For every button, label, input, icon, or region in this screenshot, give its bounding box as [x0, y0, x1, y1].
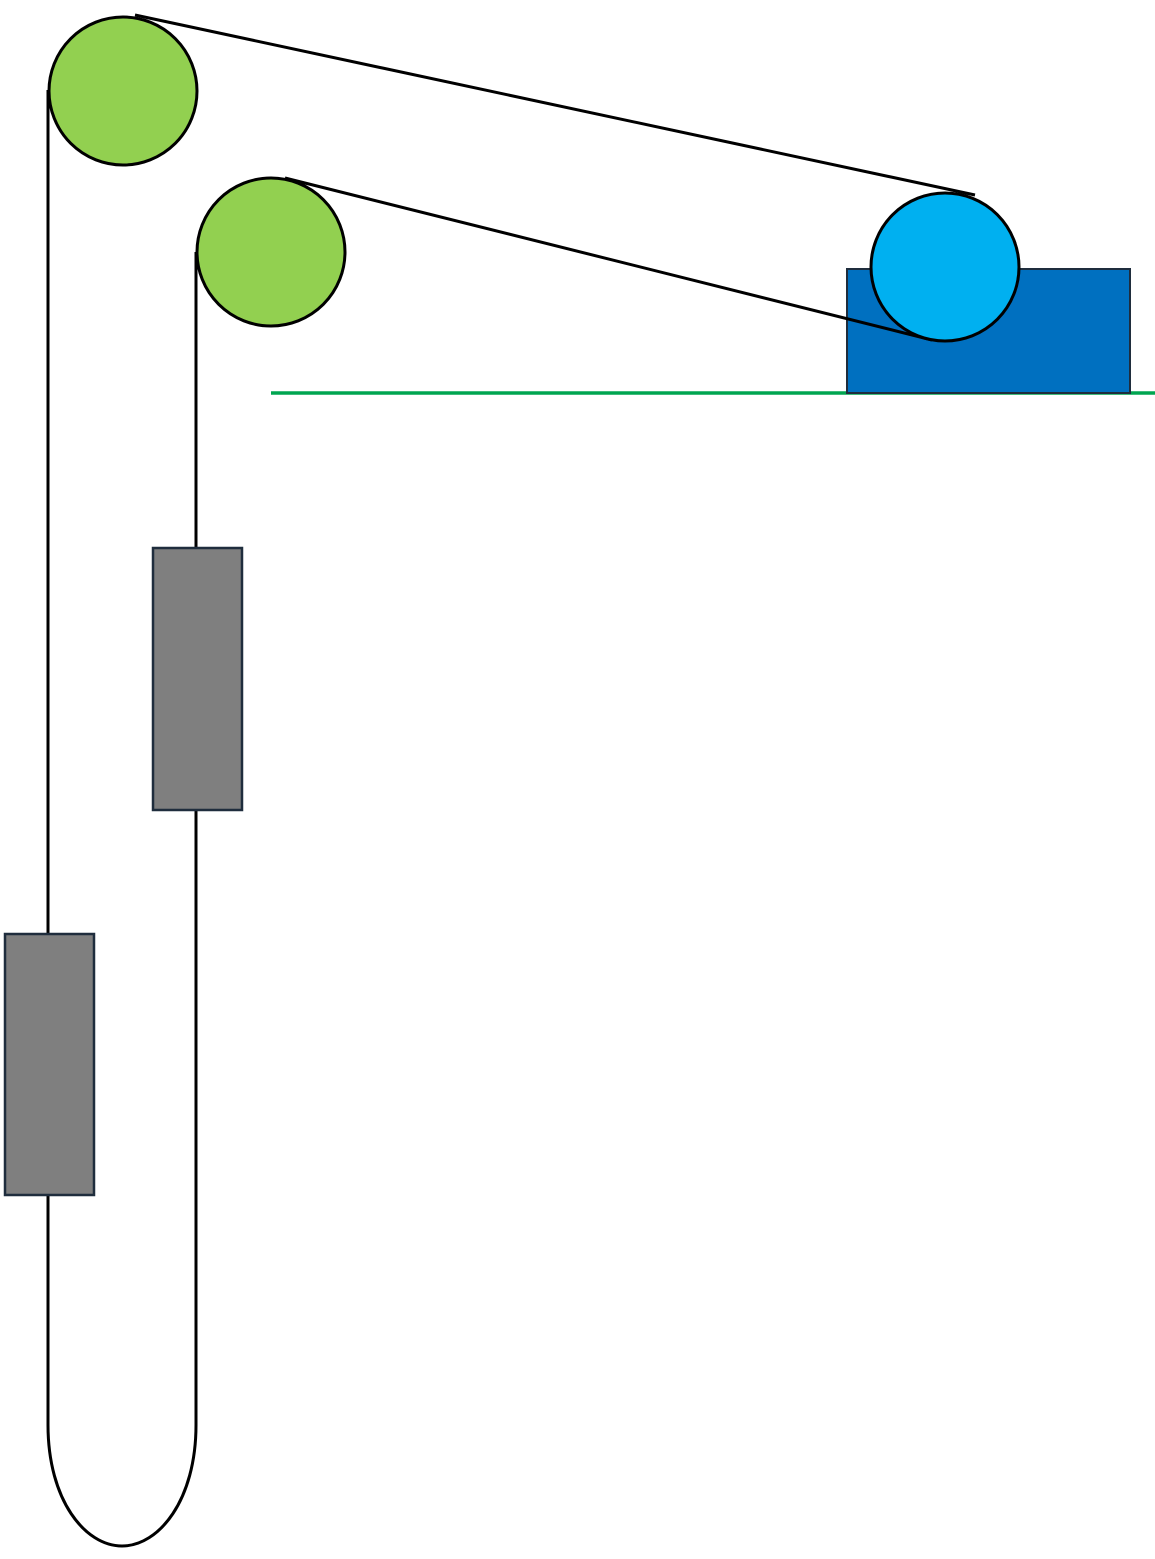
lower-fixed-pulley	[195, 176, 347, 328]
rope-upper-diagonal	[134, 13, 976, 197]
left-hanging-mass	[3, 932, 96, 1197]
rope-bottom-loop	[46, 1424, 198, 1548]
right-hanging-mass	[151, 546, 244, 812]
rope-lower-diagonal	[284, 176, 933, 342]
moving-pulley	[869, 191, 1021, 343]
upper-fixed-pulley	[47, 15, 199, 167]
